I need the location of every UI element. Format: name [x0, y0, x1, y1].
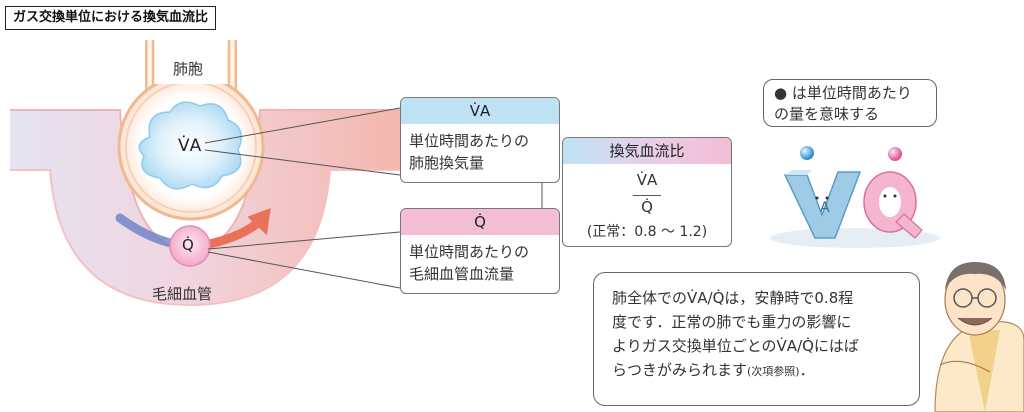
fraction-bar — [633, 195, 661, 196]
q-definition-box: Q̇ 単位時間あたりの 毛細血管血流量 — [400, 208, 560, 294]
doctor-character-illustration — [934, 262, 1024, 412]
va-q-mascot-illustration: A — [770, 146, 940, 248]
capillary-label: 毛細血管 — [152, 285, 213, 303]
va-definition-box: V̇A 単位時間あたりの 肺胞換気量 — [400, 97, 560, 183]
figure-title: ガス交換単位における換気血流比 — [5, 6, 217, 30]
notation-note-bubble: ● は単位時間あたり の量を意味する — [763, 79, 937, 127]
speech-line4-end: ． — [799, 361, 815, 379]
doctor-speech-bubble: 肺全体でのV̇A/Q̇は，安静時で0.8程 度です．正常の肺でも重力の影響に よ… — [593, 272, 920, 406]
alveolar-gas-cloud — [138, 101, 243, 190]
speech-line3: よりガス交換単位ごとのV̇A/Q̇にはば — [612, 337, 859, 355]
q-box-line2: 毛細血管血流量 — [409, 265, 515, 283]
ratio-numerator: V̇A — [636, 171, 658, 189]
ratio-box-header: 換気血流比 — [563, 138, 731, 164]
speech-line2: 度です．正常の肺でも重力の影響に — [612, 313, 852, 331]
alveolus-label: 肺胞 — [173, 60, 204, 78]
bubble-line2: の量を意味する — [774, 105, 880, 123]
speech-line4-main: らつきがみられます — [612, 361, 748, 379]
svg-text:A: A — [820, 200, 830, 216]
va-q-ratio-box: 換気血流比 V̇A Q̇ (正常：0.8 〜 1.2) — [562, 137, 732, 247]
speech-reference-note: (次項参照) — [747, 365, 800, 378]
va-box-line2: 肺胞換気量 — [409, 154, 485, 172]
speech-line4: らつきがみられます(次項参照)． — [612, 358, 919, 384]
q-box-line1: 単位時間あたりの — [409, 243, 530, 261]
capillary-q-circle — [169, 225, 211, 267]
ratio-normal-range: (正常：0.8 〜 1.2) — [586, 224, 708, 240]
capillary-q-symbol: Q̇ — [182, 236, 194, 254]
speech-line1: 肺全体でのV̇A/Q̇は，安静時で0.8程 — [612, 289, 854, 307]
va-box-line1: 単位時間あたりの — [409, 132, 530, 150]
ratio-denominator: Q̇ — [641, 198, 653, 216]
alveolus-va-symbol: V̇A — [178, 136, 202, 156]
va-box-header: V̇A — [401, 98, 559, 124]
bubble-line1: ● は単位時間あたり — [774, 84, 912, 102]
q-box-header: Q̇ — [401, 209, 559, 235]
